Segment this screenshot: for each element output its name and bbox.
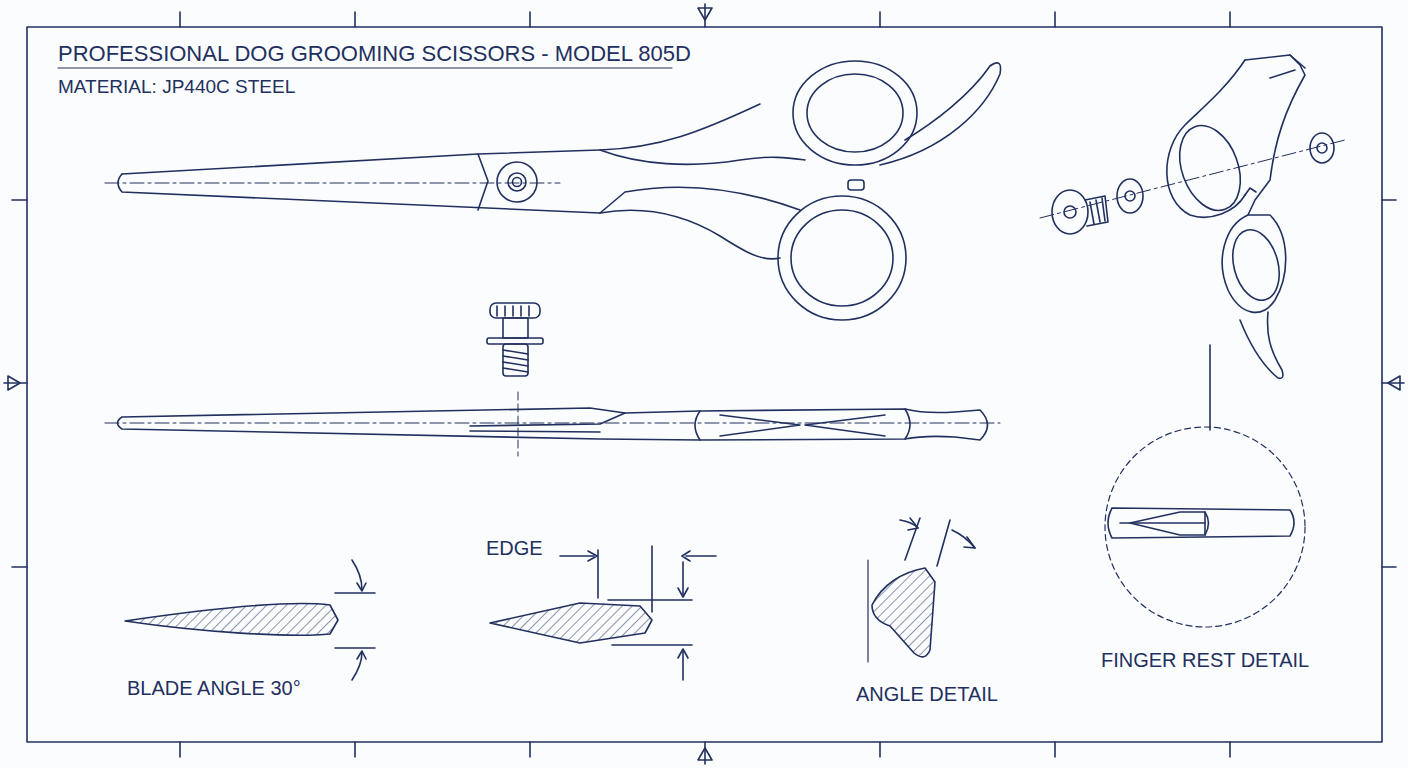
- drawing-frame: [4, 4, 1404, 764]
- blade-angle-section: [125, 560, 375, 680]
- section-label: EDGE: [486, 537, 543, 560]
- edge-section: [490, 546, 716, 680]
- drawing-title: PROFESSIONAL DOG GROOMING SCISSORS - MOD…: [58, 41, 691, 66]
- exploded-view: [1040, 55, 1345, 378]
- material-note: MATERIAL: JP440C STEEL: [58, 76, 295, 98]
- title-underline: [58, 67, 672, 68]
- angle-detail-section: [868, 518, 975, 662]
- finger-rest-detail: [1105, 345, 1305, 627]
- section-label: ANGLE DETAIL: [856, 683, 998, 706]
- section-label: BLADE ANGLE 30°: [127, 677, 301, 700]
- scissor-top-view: [105, 61, 1001, 320]
- detail-label: FINGER REST DETAIL: [1101, 649, 1309, 672]
- scissor-side-view: [105, 392, 1000, 456]
- pivot-screw: [487, 303, 543, 376]
